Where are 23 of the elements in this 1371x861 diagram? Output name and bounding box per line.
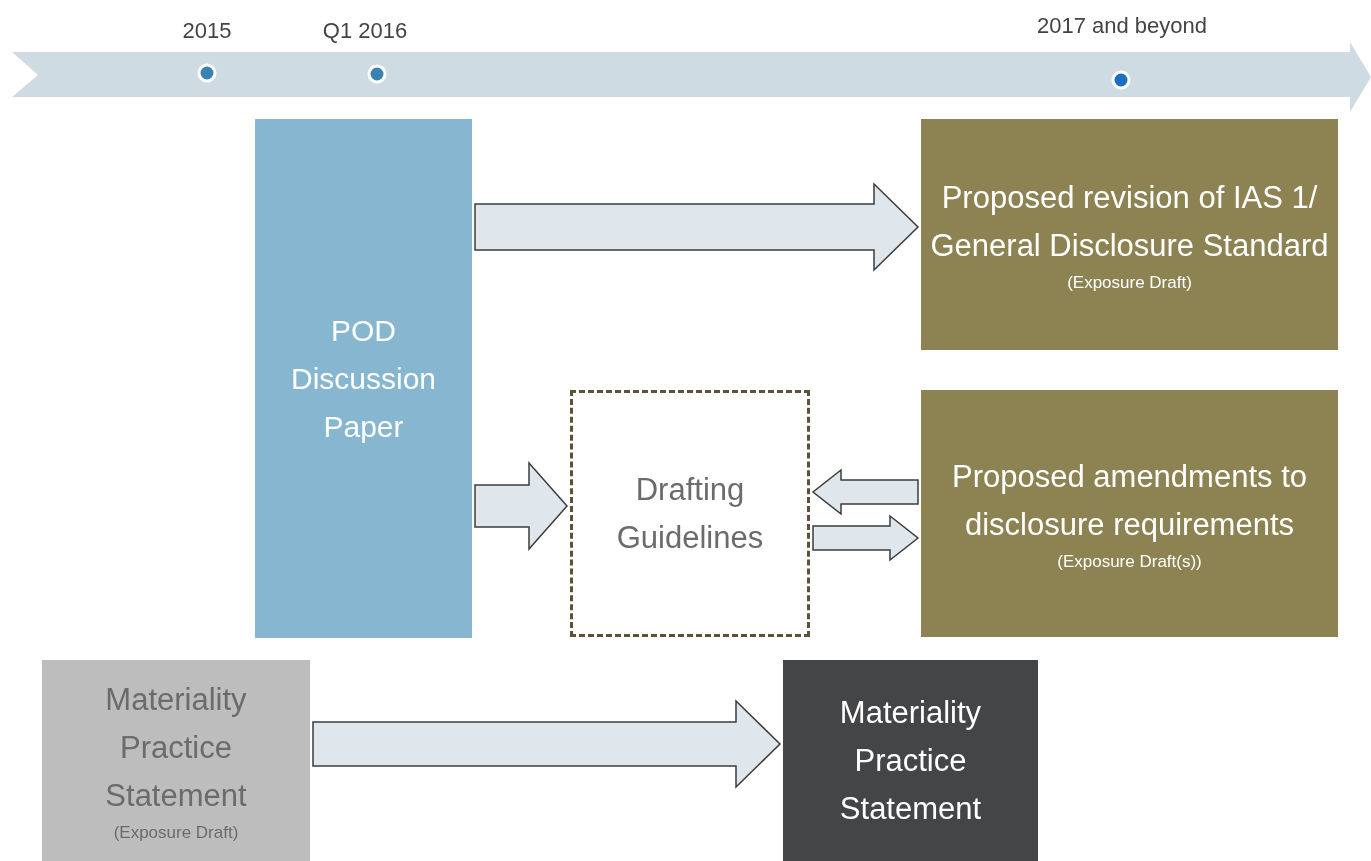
box-note: (Exposure Draft) <box>1067 271 1192 294</box>
timeline-label: 2017 and beyond <box>1035 12 1209 40</box>
outcome-box <box>783 660 1038 861</box>
block-arrow <box>811 468 919 516</box>
box-title: POD Discussion Paper <box>289 312 438 445</box>
box-title: Proposed amendments to disclosure requirements <box>951 457 1308 544</box>
box-title: Materiality Practice Statement <box>104 680 248 815</box>
box-title: Drafting Guidelines <box>615 470 765 557</box>
block-arrow <box>312 699 782 789</box>
box-title: Materiality Practice Statement <box>838 693 983 828</box>
outcome-box <box>921 390 1338 637</box>
box-note: (Exposure Draft) <box>113 821 239 844</box>
phase-box <box>42 660 310 861</box>
timeline-label: Q1 2016 <box>321 17 409 45</box>
box-title: Proposed revision of IAS 1/ General Disclosure Standard <box>929 178 1330 265</box>
timeline-label: 2015 <box>181 17 233 45</box>
block-arrow <box>812 514 920 562</box>
box-note: (Exposure Draft(s)) <box>1057 550 1202 573</box>
phase-box <box>255 119 472 638</box>
outcome-box <box>921 119 1338 350</box>
block-arrow <box>474 461 568 551</box>
dashed-box <box>570 390 810 637</box>
block-arrow <box>474 182 920 272</box>
